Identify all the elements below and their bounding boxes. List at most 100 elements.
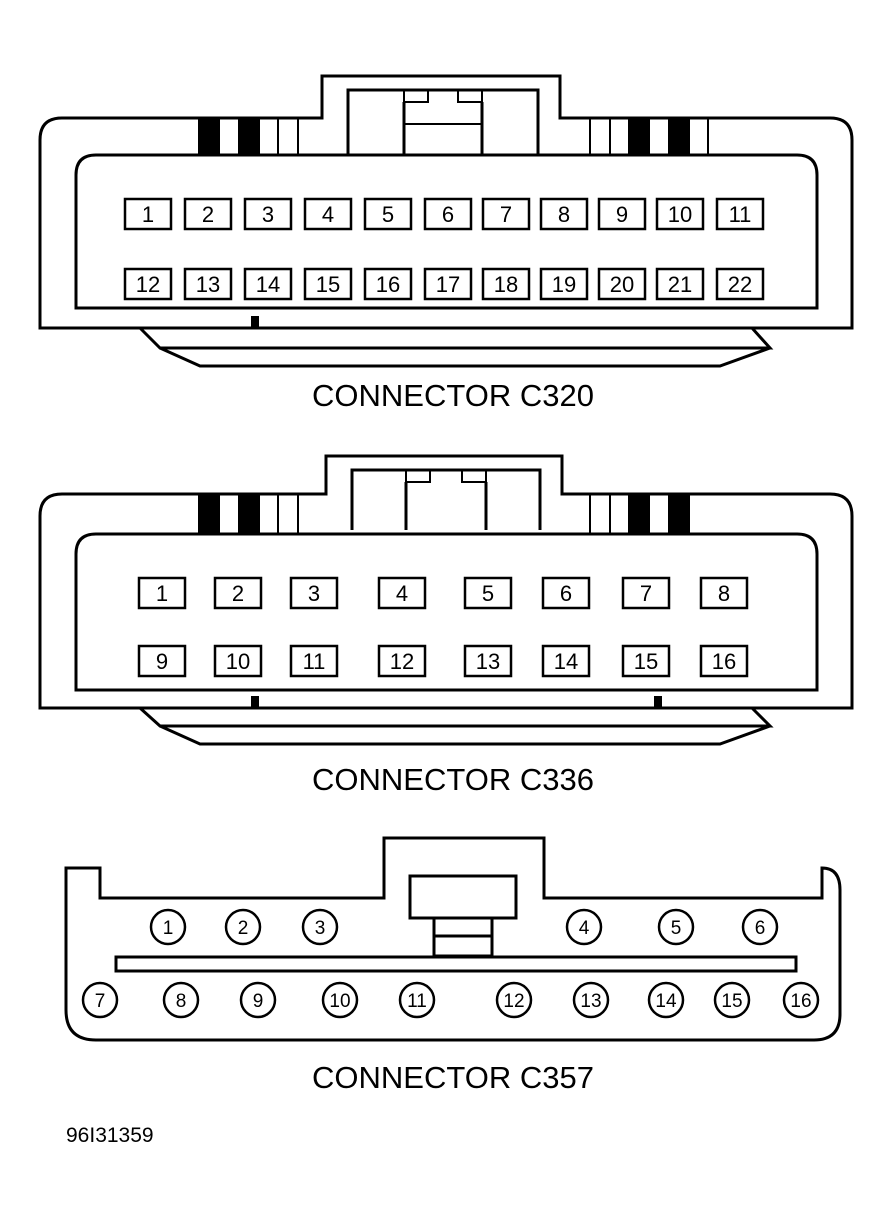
pin-4: 4	[303, 197, 353, 231]
pin-label: 14	[256, 272, 280, 297]
pin-1: 1	[123, 197, 173, 231]
pin-label: 9	[156, 649, 168, 674]
pin-3: 3	[243, 197, 293, 231]
pin-8: 8	[162, 981, 200, 1019]
pin-12: 12	[123, 267, 173, 301]
pin-label: 17	[436, 272, 460, 297]
pin-label: 9	[616, 202, 628, 227]
pin-label: 12	[136, 272, 160, 297]
pin-label: 21	[668, 272, 692, 297]
pin-label: 14	[554, 649, 578, 674]
pin-label: 11	[407, 991, 427, 1012]
pin-13: 13	[572, 981, 610, 1019]
pin-16: 16	[363, 267, 413, 301]
pin-9: 9	[239, 981, 277, 1019]
pin-15: 15	[713, 981, 751, 1019]
pin-label: 3	[315, 918, 326, 939]
caption-c320: CONNECTOR C320	[312, 378, 594, 413]
pin-10: 10	[655, 197, 705, 231]
pin-label: 16	[712, 649, 736, 674]
pin-16: 16	[699, 644, 749, 678]
stripe-marks-c320	[198, 118, 709, 155]
pin-2: 2	[213, 576, 263, 610]
pin-8: 8	[539, 197, 589, 231]
pin-14: 14	[541, 644, 591, 678]
pin-label: 2	[202, 202, 214, 227]
pin-label: 14	[655, 991, 677, 1012]
pin-label: 11	[303, 649, 326, 674]
caption-c336: CONNECTOR C336	[312, 762, 594, 797]
pin-10: 10	[321, 981, 359, 1019]
pin-6: 6	[423, 197, 473, 231]
pin-label: 12	[390, 649, 414, 674]
pin-18: 18	[481, 267, 531, 301]
pin-12: 12	[495, 981, 533, 1019]
pin-label: 12	[503, 991, 524, 1012]
pin-20: 20	[597, 267, 647, 301]
pin-label: 5	[671, 918, 682, 939]
pin-label: 13	[580, 991, 601, 1012]
pin-label: 6	[442, 202, 454, 227]
pin-15: 15	[303, 267, 353, 301]
pin-label: 16	[790, 991, 811, 1012]
pin-label: 7	[95, 991, 106, 1012]
pin-label: 1	[156, 581, 168, 606]
pin-9: 9	[137, 644, 187, 678]
pin-8: 8	[699, 576, 749, 610]
pin-22: 22	[715, 267, 765, 301]
pin-label: 1	[142, 202, 154, 227]
pin-10: 10	[213, 644, 263, 678]
pin-6: 6	[741, 908, 779, 946]
pin-9: 9	[597, 197, 647, 231]
pin-label: 15	[721, 991, 742, 1012]
pin-label: 11	[729, 202, 752, 227]
pin-5: 5	[363, 197, 413, 231]
pin-15: 15	[621, 644, 671, 678]
pin-label: 5	[482, 581, 494, 606]
pin-1: 1	[137, 576, 187, 610]
pin-label: 13	[476, 649, 500, 674]
pin-label: 8	[176, 991, 187, 1012]
pin-16: 16	[782, 981, 820, 1019]
pin-label: 3	[262, 202, 274, 227]
pin-7: 7	[81, 981, 119, 1019]
pin-2: 2	[183, 197, 233, 231]
pin-label: 9	[253, 991, 264, 1012]
pin-14: 14	[243, 267, 293, 301]
pin-7: 7	[621, 576, 671, 610]
pin-3: 3	[301, 908, 339, 946]
stripe-marks-c336	[198, 494, 690, 534]
pin-11: 11	[398, 981, 436, 1019]
pin-5: 5	[657, 908, 695, 946]
pin-12: 12	[377, 644, 427, 678]
pin-label: 8	[718, 581, 730, 606]
pin-label: 10	[329, 991, 350, 1012]
pin-label: 4	[396, 581, 408, 606]
figure-code: 96I31359	[66, 1124, 154, 1147]
pin-13: 13	[183, 267, 233, 301]
pin-label: 18	[494, 272, 518, 297]
pin-label: 10	[668, 202, 692, 227]
pin-label: 20	[610, 272, 634, 297]
pin-11: 11	[715, 197, 765, 231]
pin-label: 2	[232, 581, 244, 606]
pin-label: 6	[560, 581, 572, 606]
pin-label: 15	[316, 272, 340, 297]
pin-label: 10	[226, 649, 250, 674]
pin-14: 14	[647, 981, 685, 1019]
pin-label: 15	[634, 649, 658, 674]
pin-1: 1	[149, 908, 187, 946]
pin-label: 22	[728, 272, 752, 297]
pin-label: 2	[238, 918, 249, 939]
pin-13: 13	[463, 644, 513, 678]
pin-label: 7	[640, 581, 652, 606]
pin-17: 17	[423, 267, 473, 301]
pin-label: 3	[308, 581, 320, 606]
pin-5: 5	[463, 576, 513, 610]
pin-label: 8	[558, 202, 570, 227]
pin-3: 3	[289, 576, 339, 610]
